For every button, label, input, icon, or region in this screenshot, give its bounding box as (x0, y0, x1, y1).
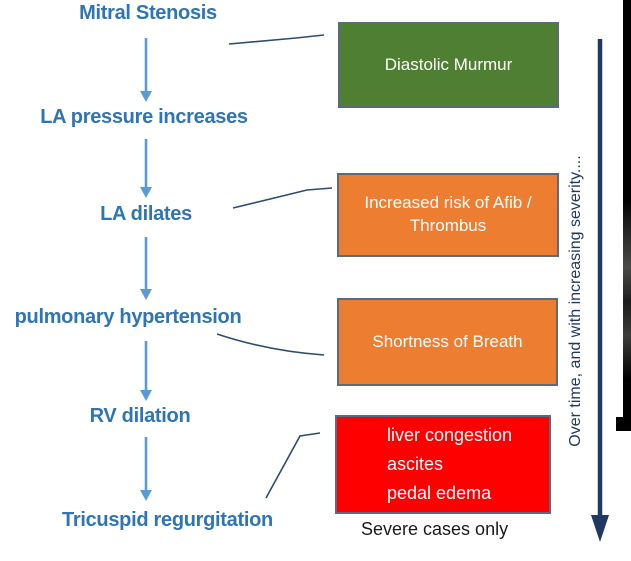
screen-edge-artifact (623, 0, 631, 431)
flow-arrowhead-5 (140, 490, 152, 501)
connector-lines (216, 34, 333, 499)
node-pulmonary-hypertension: pulmonary hypertension (14, 306, 242, 328)
node-tricuspid-regurgitation: Tricuspid regurgitation (62, 509, 273, 531)
node-la-dilates: LA dilates (100, 203, 192, 225)
flow-arrowhead-3 (140, 289, 152, 300)
flow-arrowheads (140, 91, 152, 501)
finding-liver-congestion: liver congestion (387, 425, 513, 446)
finding-ascites: ascites (387, 454, 444, 475)
box-afib-thrombus: Increased risk of Afib / Thrombus (337, 173, 559, 257)
severity-arrow (591, 39, 609, 542)
box-shortness-of-breath-label: Shortness of Breath (372, 331, 523, 351)
connector-tricuspid-to-severe (265, 432, 321, 499)
connector-dilates-to-afib (232, 187, 333, 209)
finding-pedal-edema: pedal edema (387, 482, 492, 503)
flow-arrowhead-2 (140, 187, 152, 198)
box-severe-findings-lines: liver congestion ascites pedal edema (337, 421, 512, 507)
box-shortness-of-breath: Shortness of Breath (337, 298, 558, 386)
connector-pulm-to-breath (216, 333, 325, 356)
box-diastolic-murmur: Diastolic Murmur (338, 22, 559, 108)
caption-severe-cases-only: Severe cases only (361, 519, 509, 539)
node-la-pressure-increases: LA pressure increases (40, 106, 248, 128)
connector-mitral-to-murmur (228, 34, 325, 45)
severity-arrowhead (591, 515, 609, 542)
box-diastolic-murmur-label: Diastolic Murmur (384, 54, 513, 74)
flow-arrowhead-1 (140, 91, 152, 102)
node-mitral-stenosis: Mitral Stenosis (79, 2, 217, 24)
box-afib-thrombus-label: Increased risk of Afib / Thrombus (364, 193, 532, 235)
severity-axis-label: Over time, and with increasing severity.… (567, 155, 584, 447)
node-rv-dilation: RV dilation (89, 405, 191, 427)
box-severe-findings: liver congestion ascites pedal edema (335, 415, 551, 514)
flow-arrowhead-4 (140, 390, 152, 401)
screen-edge-artifact-foot (616, 417, 631, 431)
